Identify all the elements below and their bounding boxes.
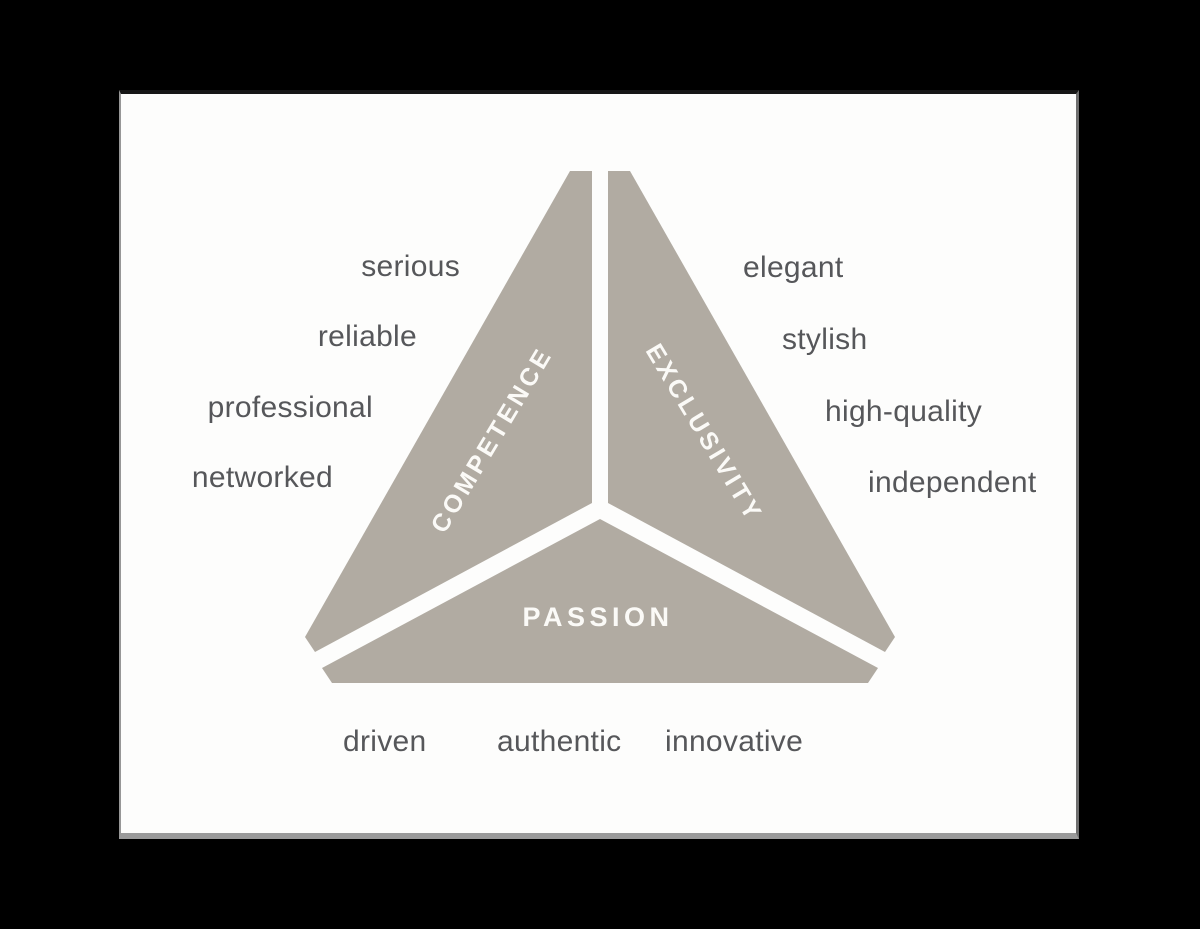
passion-attribute-driven: driven bbox=[343, 725, 427, 758]
exclusivity-attribute-elegant: elegant bbox=[743, 251, 844, 284]
exclusivity-attribute-high-quality: high-quality bbox=[825, 395, 983, 428]
competence-segment bbox=[305, 171, 592, 652]
competence-attribute-professional: professional bbox=[207, 391, 373, 424]
exclusivity-attribute-stylish: stylish bbox=[782, 323, 868, 356]
passion-segment bbox=[322, 519, 878, 683]
passion-attribute-innovative: innovative bbox=[665, 725, 804, 758]
brand-triangle-diagram: COMPETENCE EXCLUSIVITY PASSION bbox=[305, 171, 895, 683]
competence-attribute-reliable: reliable bbox=[317, 320, 417, 353]
passion-label: PASSION bbox=[522, 602, 673, 632]
passion-attribute-authentic: authentic bbox=[497, 725, 622, 758]
competence-attribute-serious: serious bbox=[361, 250, 460, 283]
competence-attribute-networked: networked bbox=[191, 461, 333, 494]
diagram-panel: COMPETENCE EXCLUSIVITY PASSION bbox=[119, 90, 1079, 839]
exclusivity-segment bbox=[608, 171, 895, 652]
exclusivity-attribute-independent: independent bbox=[868, 466, 1037, 499]
